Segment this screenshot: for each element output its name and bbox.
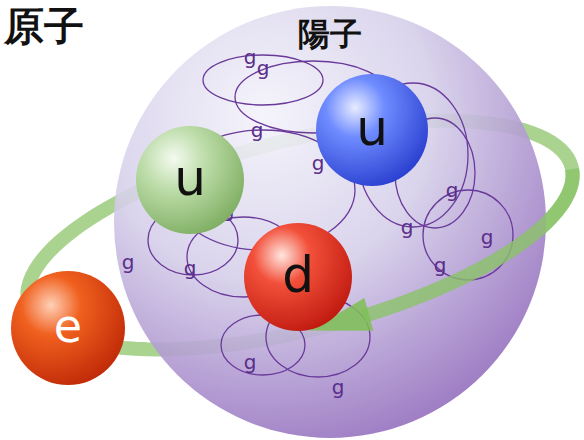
gluon-loop [203, 55, 323, 105]
electron-sphere-body [11, 271, 125, 385]
gluon-loop [423, 190, 513, 280]
gluon-label: g [184, 258, 197, 278]
gluon-label: g [434, 255, 447, 275]
particle-symbol: u [356, 103, 388, 153]
orbit-band [364, 169, 573, 316]
gluon-label: g [251, 120, 264, 140]
diagram-title: 原子 [4, 6, 84, 46]
particle-symbol: u [174, 153, 206, 203]
gluon-label: g [244, 352, 257, 372]
quark-sphere-body [244, 223, 352, 331]
particle-name: 陽子 [298, 18, 362, 50]
quark-sphere: u [135, 125, 245, 235]
gluon-label: g [446, 180, 459, 200]
gluon-label: g [244, 47, 257, 67]
particle-symbol: e [54, 303, 82, 349]
gluon-label: g [481, 227, 494, 247]
gluon-label: g [257, 58, 270, 78]
quark-sphere: d [243, 222, 353, 332]
proton-sphere: 陽子ggggggggggggguud [113, 5, 547, 439]
gluon-label: g [401, 217, 414, 237]
gluon-label: g [332, 377, 345, 397]
particle-symbol: d [282, 250, 314, 300]
quark-sphere-body [136, 126, 244, 234]
electron-sphere: e [10, 270, 126, 386]
proton-sphere-body [114, 6, 546, 438]
quark-sphere-body [316, 74, 428, 186]
quark-sphere: u [315, 73, 429, 187]
gluon-label: g [122, 252, 135, 272]
